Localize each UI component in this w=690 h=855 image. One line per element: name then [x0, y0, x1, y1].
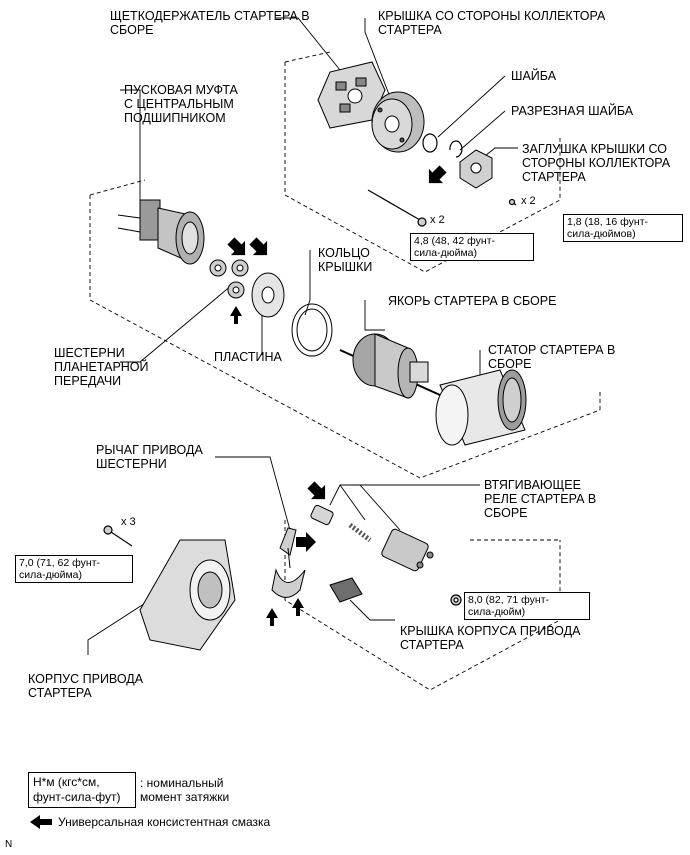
screw-part — [508, 198, 517, 206]
housing-bolt-part — [103, 525, 133, 547]
drive-housing-part — [139, 539, 236, 651]
plate-part — [251, 272, 285, 318]
label-brush-holder: ЩЕТКОДЕРЖАТЕЛЬ СТАРТЕРА В СБОРЕ — [110, 9, 310, 37]
label-drive-cover: КРЫШКА КОРПУСА ПРИВОДА СТАРТЕРА — [400, 624, 581, 652]
armature-part — [339, 333, 441, 399]
solenoid-part — [310, 504, 434, 572]
label-clutch: ПУСКОВАЯ МУФТА С ЦЕНТРАЛЬНЫМ ПОДШИПНИКОМ — [124, 83, 238, 125]
legend-grease-text: Универсальная консистентная смазка — [58, 815, 271, 829]
multiplier-housing-bolt: x 3 — [121, 516, 136, 528]
label-commutator-cover: КРЫШКА СО СТОРОНЫ КОЛЛЕКТОРА СТАРТЕРА — [378, 9, 606, 37]
torque-box-nut: 8,0 (82, 71 фунт- сила-дюйм) — [464, 592, 590, 620]
torque-box-through-bolt: 4,8 (48, 42 фунт- сила-дюйма) — [410, 233, 534, 261]
yoke-part — [435, 369, 527, 446]
washers-part — [422, 133, 463, 158]
label-yoke: СТАТОР СТАРТЕРА В СБОРЕ — [488, 343, 616, 371]
dashed-assembly-lines — [89, 51, 601, 691]
torque-box-housing-bolt: 7,0 (71, 62 фунт- сила-дюйма) — [15, 555, 133, 583]
corner-mark: N — [5, 839, 13, 850]
planetary-gears-part — [209, 259, 249, 299]
brush-holder-part — [317, 61, 386, 129]
label-solenoid: ВТЯГИВАЮЩЕЕ РЕЛЕ СТАРТЕРА В СБОРЕ — [484, 478, 597, 520]
clutch-part — [117, 199, 205, 265]
nut-part — [450, 594, 462, 606]
legend-unit-box: Н*м (кгс*см, фунт-сила-фут) — [28, 772, 136, 808]
label-armature: ЯКОРЬ СТАРТЕРА В СБОРЕ — [388, 294, 557, 308]
label-drive-lever: РЫЧАГ ПРИВОДА ШЕСТЕРНИ — [96, 443, 203, 471]
drive-lever-part — [271, 527, 306, 598]
label-plate: ПЛАСТИНА — [214, 350, 282, 364]
cover-plug-part — [459, 149, 493, 189]
label-planetary-gears: ШЕСТЕРНИ ПЛАНЕТАРНОЙ ПЕРЕДАЧИ — [54, 346, 149, 388]
commutator-cover-part — [371, 91, 425, 153]
grease-arrows — [30, 165, 447, 829]
label-split-washer: РАЗРЕЗНАЯ ШАЙБА — [511, 104, 634, 118]
label-cover-ring: КОЛЬЦО КРЫШКИ — [318, 246, 373, 274]
drive-cover-part — [329, 577, 363, 603]
multiplier-screw: x 2 — [521, 195, 536, 207]
multiplier-through-bolt: x 2 — [430, 214, 445, 226]
legend-unit-description: : номинальный момент затяжки — [140, 776, 230, 804]
label-washer: ШАЙБА — [511, 69, 557, 83]
torque-box-cover-plug: 1,8 (18, 16 фунт- сила-дюймов) — [563, 214, 683, 242]
cover-ring-part — [291, 303, 333, 357]
label-drive-housing: КОРПУС ПРИВОДА СТАРТЕРА — [28, 672, 144, 700]
label-cover-plug: ЗАГЛУШКА КРЫШКИ СО СТОРОНЫ КОЛЛЕКТОРА СТ… — [522, 142, 671, 184]
through-bolt-part — [367, 189, 427, 227]
